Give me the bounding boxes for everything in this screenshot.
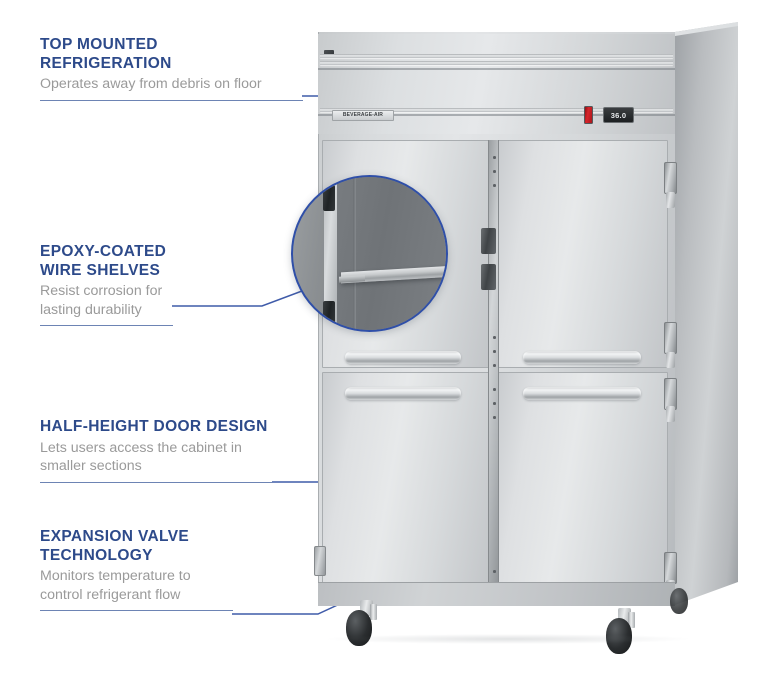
interior-wall-edge bbox=[353, 177, 356, 330]
temperature-value: 36.0 bbox=[610, 110, 627, 120]
door-lower-right[interactable] bbox=[498, 372, 668, 600]
callout-top-mounted-refrigeration: TOP MOUNTED REFRIGERATION Operates away … bbox=[40, 36, 303, 101]
door-hinge bbox=[664, 162, 677, 194]
open-door-frame bbox=[324, 177, 337, 330]
louver-vent bbox=[320, 61, 673, 65]
callout-title: HALF-HEIGHT DOOR DESIGN bbox=[40, 418, 268, 435]
caster-stem bbox=[370, 604, 377, 620]
callout-underline bbox=[40, 99, 303, 101]
door-hinge-pin bbox=[666, 192, 675, 208]
brand-nameplate: BEVERAGE-AIR bbox=[332, 110, 394, 121]
callout-title: EXPANSION VALVE TECHNOLOGY bbox=[40, 528, 190, 564]
door-lower-left[interactable] bbox=[322, 372, 490, 600]
door-hinge bbox=[664, 322, 677, 354]
floor-shadow bbox=[328, 634, 688, 644]
door-handle[interactable] bbox=[345, 387, 461, 400]
door-latch[interactable] bbox=[481, 228, 496, 254]
door-hinge bbox=[314, 546, 326, 576]
brand-nameplate-text: BEVERAGE-AIR bbox=[342, 112, 384, 118]
cabinet-right-side-panel bbox=[675, 22, 738, 605]
power-switch[interactable] bbox=[584, 106, 593, 124]
callout-description: Resist corrosion for lasting durability bbox=[40, 283, 163, 318]
interior-hinge bbox=[323, 185, 335, 211]
callout-title: EPOXY-COATED WIRE SHELVES bbox=[40, 243, 167, 279]
interior-hinge bbox=[323, 301, 335, 327]
door-upper-right[interactable] bbox=[498, 140, 668, 368]
callout-underline bbox=[40, 481, 273, 483]
callout-title: TOP MOUNTED REFRIGERATION bbox=[40, 36, 172, 72]
caster-stem bbox=[628, 612, 635, 628]
callout-underline bbox=[40, 325, 173, 327]
callout-half-height-door-design: HALF-HEIGHT DOOR DESIGN Lets users acces… bbox=[40, 418, 273, 483]
callout-description: Lets users access the cabinet in smaller… bbox=[40, 439, 242, 475]
caster-wheel bbox=[670, 588, 688, 614]
center-mullion-post bbox=[488, 140, 499, 600]
temperature-display: 36.0 bbox=[603, 107, 634, 123]
compartment-seam bbox=[318, 68, 675, 70]
caster-wheel bbox=[346, 610, 372, 646]
callout-epoxy-coated-wire-shelves: EPOXY-COATED WIRE SHELVES Resist corrosi… bbox=[40, 243, 173, 327]
caster-wheel bbox=[606, 618, 632, 654]
door-handle[interactable] bbox=[345, 351, 461, 364]
door-hinge-pin bbox=[666, 352, 675, 368]
cabinet-base-rail bbox=[318, 582, 675, 606]
callout-underline bbox=[40, 610, 233, 612]
compartment-seam bbox=[318, 114, 675, 116]
callout-description: Monitors temperature to control refriger… bbox=[40, 568, 191, 603]
door-latch[interactable] bbox=[481, 264, 496, 290]
wire-shelf-detail-magnifier bbox=[291, 175, 448, 332]
product-image-reach-in-refrigerator: BEVERAGE-AIR 36.0 bbox=[291, 22, 738, 654]
door-handle[interactable] bbox=[523, 351, 641, 364]
louver-vent bbox=[320, 54, 673, 58]
callout-expansion-valve-technology: EXPANSION VALVE TECHNOLOGY Monitors temp… bbox=[40, 528, 233, 612]
callout-description: Operates away from debris on floor bbox=[40, 76, 262, 92]
door-hinge-pin bbox=[666, 406, 675, 422]
louver-vent bbox=[320, 108, 673, 112]
door-handle[interactable] bbox=[523, 387, 641, 400]
